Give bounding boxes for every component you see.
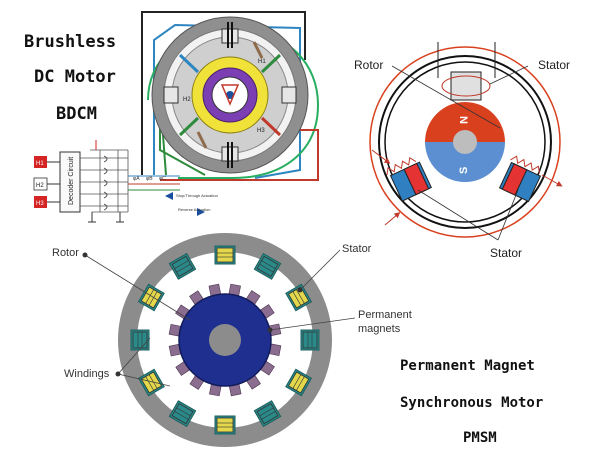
wire-red: [160, 129, 319, 181]
bldc-circuit: H1 H2 H3 Decoder Circuit: [33, 140, 218, 223]
pmsm-winding: [137, 283, 165, 312]
pm-south-label: S: [458, 167, 470, 174]
bldc-title-line3: BDCM: [56, 104, 97, 124]
pmsm-title-line3: PMSM: [463, 430, 497, 446]
bldc-rotor-triangle: [220, 84, 240, 106]
bldc-coils: [163, 22, 297, 168]
wire-black: [141, 11, 306, 175]
pm-north-label: N: [457, 116, 469, 124]
bldc-motor: H1 H2 H3: [141, 11, 320, 181]
annot-arrow-1: [165, 192, 173, 200]
pmsm-winding: [168, 252, 197, 280]
pmsm-winding: [214, 415, 236, 435]
pmsm-permanent-label-2: magnets: [358, 323, 401, 335]
pmsm-motor: Rotor Stator Permanent magnets Windings: [52, 233, 412, 447]
annot-text-2: Reverse Actuation: [178, 207, 210, 212]
pmsm-windings-label: Windings: [64, 368, 110, 380]
pm-rotor-label: Rotor: [354, 58, 383, 72]
bldc-title-line2: DC Motor: [34, 67, 116, 87]
pmsm-rotor-label: Rotor: [52, 247, 79, 259]
decoder-circuit-label: Decoder Circuit: [68, 157, 75, 205]
pm-stator-outer: [378, 55, 552, 229]
pmsm-title-line1: Permanent Magnet: [400, 358, 535, 374]
phase-a-label: φA: [133, 176, 140, 182]
pm-rotor-south: [425, 142, 505, 182]
bldc-title-line1: Brushless: [24, 32, 117, 52]
pm-stator-label-top: Stator: [538, 58, 570, 72]
pmsm-teeth: [130, 245, 320, 435]
sensor-label-h3: H3: [36, 201, 44, 207]
sensor-box-h3: [34, 196, 47, 208]
sensor-box-h1: [34, 156, 47, 168]
pmsm-winding: [253, 400, 282, 428]
pmsm-permanent-label-1: Permanent: [358, 309, 412, 321]
phase-c-label: φC: [159, 176, 166, 182]
phase-b-label: φB: [146, 176, 153, 182]
pmsm-winding: [130, 329, 150, 351]
stator-hall-h3: H3: [257, 128, 265, 134]
sensor-label-h1: H1: [36, 161, 44, 167]
pm-stator-inner: [384, 61, 546, 223]
pm-motor: N S Rotor Stator Stator: [354, 42, 570, 260]
pm-coil-right: [498, 155, 542, 203]
transistor-bridge: [80, 149, 129, 213]
pmsm-winding: [285, 283, 313, 312]
sensor-label-h2: H2: [36, 183, 44, 189]
pmsm-shaft: [209, 324, 241, 356]
pmsm-winding: [137, 368, 165, 397]
pmsm-winding: [253, 252, 282, 280]
stator-hall-h1: H1: [258, 59, 266, 65]
bldc-shaft: [226, 91, 234, 99]
pm-field-ring: [369, 46, 561, 238]
pm-shaft: [453, 130, 477, 154]
pm-rotor-north: [425, 102, 505, 142]
pmsm-stator-label: Stator: [342, 243, 372, 255]
stator-hall-h2: H2: [183, 97, 191, 103]
pmsm-winding: [285, 368, 313, 397]
pmsm-title-line2: Synchronous Motor: [400, 395, 544, 411]
annot-text-1: Stop/Through Actuation: [176, 193, 218, 198]
annot-arrow-2: [197, 208, 205, 216]
pm-stator-label-bottom: Stator: [490, 246, 522, 260]
pmsm-winding: [300, 329, 320, 351]
pm-coil-left: [386, 157, 432, 202]
pmsm-winding: [214, 245, 236, 265]
pmsm-winding: [168, 400, 197, 428]
